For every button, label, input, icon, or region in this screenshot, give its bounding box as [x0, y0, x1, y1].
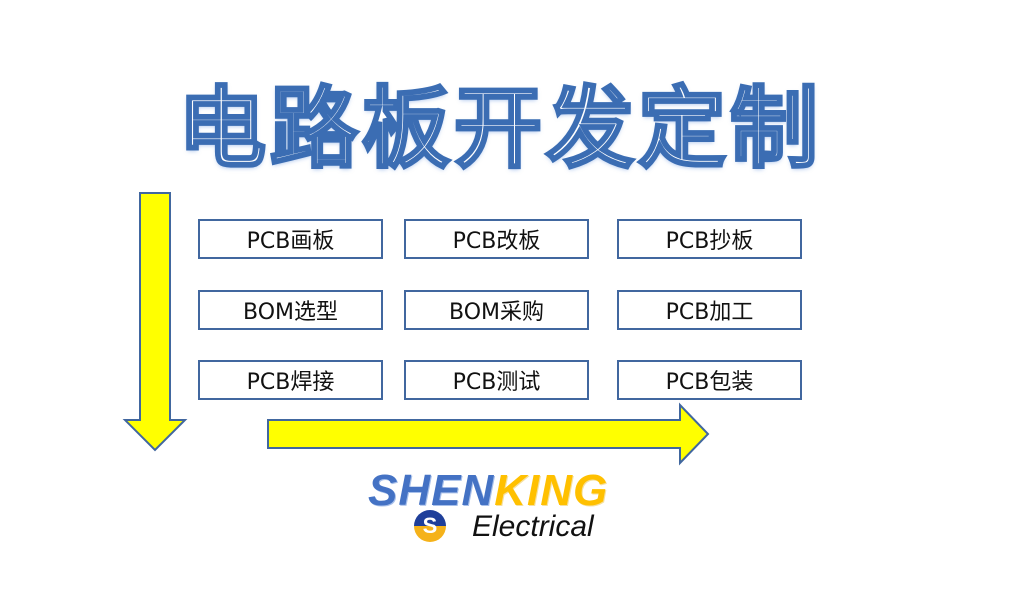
page-title: 电路板开发定制 — [176, 75, 822, 182]
shenking-logo: SHENKING S Electrical — [368, 466, 648, 556]
svg-text:S: S — [423, 513, 438, 538]
service-pcb-processing: PCB加工 — [617, 290, 802, 330]
service-pcb-soldering: PCB焊接 — [198, 360, 383, 400]
service-pcb-packaging: PCB包装 — [617, 360, 802, 400]
right-arrow — [267, 402, 710, 466]
logo-subtitle: Electrical — [472, 510, 594, 543]
logo-brand: SHENKING — [368, 466, 609, 515]
down-arrow — [122, 192, 188, 452]
service-pcb-drawing: PCB画板 — [198, 219, 383, 259]
service-bom-selection: BOM选型 — [198, 290, 383, 330]
service-pcb-testing: PCB测试 — [404, 360, 589, 400]
logo-emblem-icon: S — [414, 510, 446, 542]
service-bom-purchase: BOM采购 — [404, 290, 589, 330]
service-pcb-copy: PCB抄板 — [617, 219, 802, 259]
service-pcb-modification: PCB改板 — [404, 219, 589, 259]
